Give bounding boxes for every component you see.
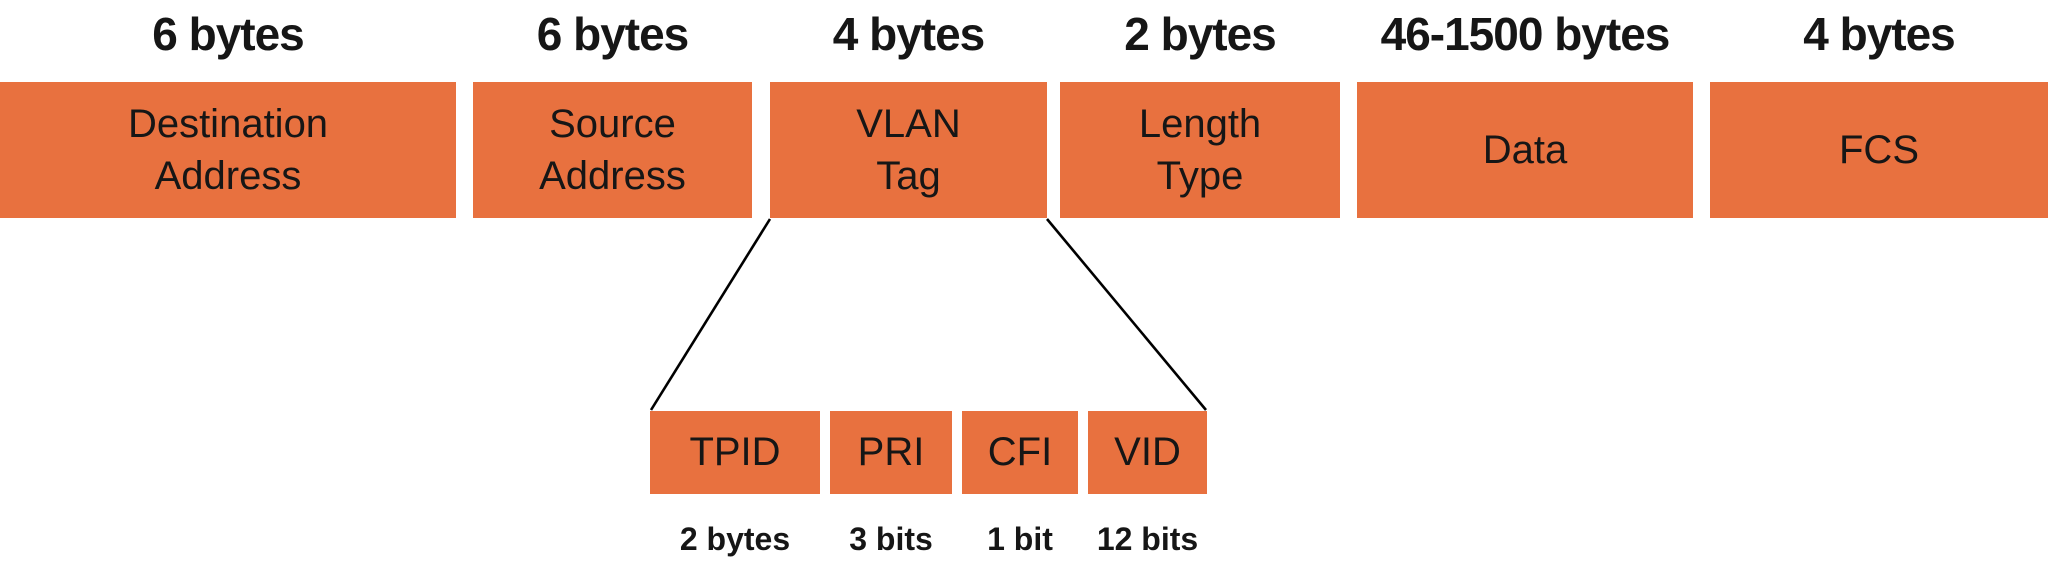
field-data: Data bbox=[1357, 82, 1693, 218]
field-size-fcs: 4 bytes bbox=[1803, 8, 1956, 60]
field-size-vlan-tag: 4 bytes bbox=[832, 8, 986, 60]
field-fcs: FCS bbox=[1710, 82, 2048, 218]
subfield-pri: PRI bbox=[830, 411, 952, 494]
field-destination-address: Destination Address bbox=[0, 82, 456, 218]
connector-line-left bbox=[649, 218, 772, 411]
subfield-tpid: TPID bbox=[650, 411, 820, 494]
subfield-size-pri: 3 bits bbox=[849, 520, 933, 557]
subfield-size-tpid: 2 bytes bbox=[679, 520, 791, 557]
subfield-cfi: CFI bbox=[962, 411, 1078, 494]
field-size-source-address: 6 bytes bbox=[536, 8, 690, 60]
subfield-size-vid: 12 bits bbox=[1096, 520, 1199, 557]
field-source-address: Source Address bbox=[473, 82, 752, 218]
field-length-type: Length Type bbox=[1060, 82, 1340, 218]
field-vlan-tag: VLAN Tag bbox=[770, 82, 1047, 218]
field-size-destination-address: 6 bytes bbox=[152, 8, 305, 60]
subfield-size-cfi: 1 bit bbox=[987, 520, 1053, 557]
field-size-length-type: 2 bytes bbox=[1124, 8, 1277, 60]
connector-line-right bbox=[1046, 218, 1207, 411]
field-size-data: 46-1500 bytes bbox=[1380, 8, 1671, 60]
subfield-vid: VID bbox=[1088, 411, 1207, 494]
